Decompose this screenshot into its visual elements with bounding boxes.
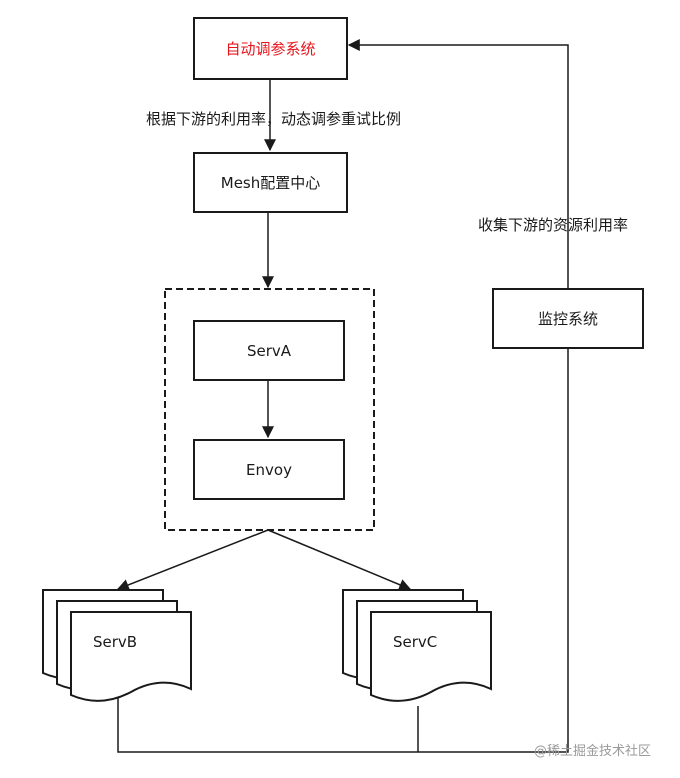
monitor-system-label: 监控系统 [537, 310, 598, 328]
arrow-group-to-servb [116, 529, 269, 591]
auto-tuning-system-node: 自动调参系统 [193, 17, 348, 80]
line-services-to-monitor [117, 349, 569, 753]
mesh-config-center-node: Mesh配置中心 [193, 152, 348, 213]
tuning-edge-label: 根据下游的利用率，动态调参重试比例 [146, 110, 402, 128]
serva-node: ServA [193, 320, 345, 381]
arrow-group-to-servc [267, 529, 412, 591]
envoy-label: Envoy [246, 460, 292, 479]
servb-document-stack [42, 589, 192, 702]
arrow-monitor-to-tuning [347, 39, 569, 288]
servc-label: ServC [393, 633, 438, 651]
servb-label: ServB [93, 633, 138, 651]
watermark-text: @稀土掘金技术社区 [534, 744, 652, 759]
monitor-system-node: 监控系统 [492, 288, 644, 349]
serva-label: ServA [246, 341, 292, 360]
auto-tuning-system-label: 自动调参系统 [225, 40, 316, 58]
mesh-config-center-label: Mesh配置中心 [220, 174, 321, 192]
servc-document-stack [342, 589, 492, 702]
monitor-edge-label: 收集下游的资源利用率 [478, 216, 629, 234]
envoy-node: Envoy [193, 439, 345, 500]
